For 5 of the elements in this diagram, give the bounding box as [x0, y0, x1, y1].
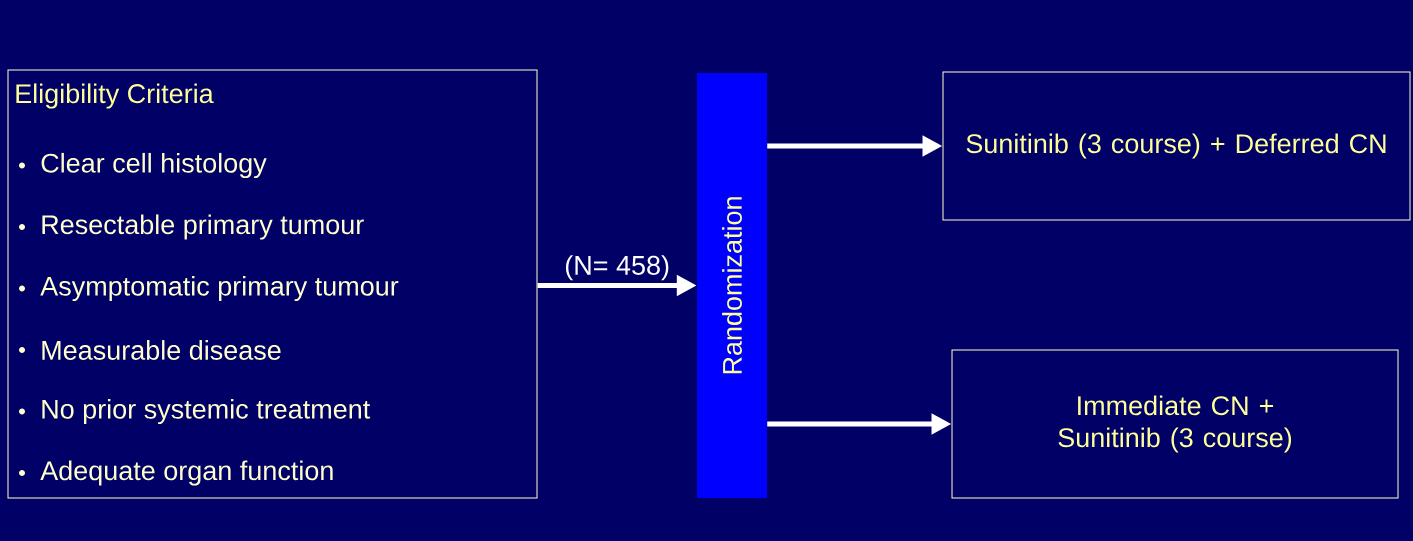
treatment-box: Sunitinib (3 course) + Deferred CN: [942, 71, 1411, 221]
criteria-box: Eligibility Criteria Clear cell histology Resectable primary tumour Asymptomatic primary tumour Measurable disease No prior systemic treatment Adequate organ function: [7, 69, 538, 499]
randomization-bar: Randomization: [697, 73, 767, 498]
treatment-box: Immediate CN + Sunitinib (3 course): [951, 349, 1399, 499]
edge-label: (N= 458): [562, 253, 673, 283]
